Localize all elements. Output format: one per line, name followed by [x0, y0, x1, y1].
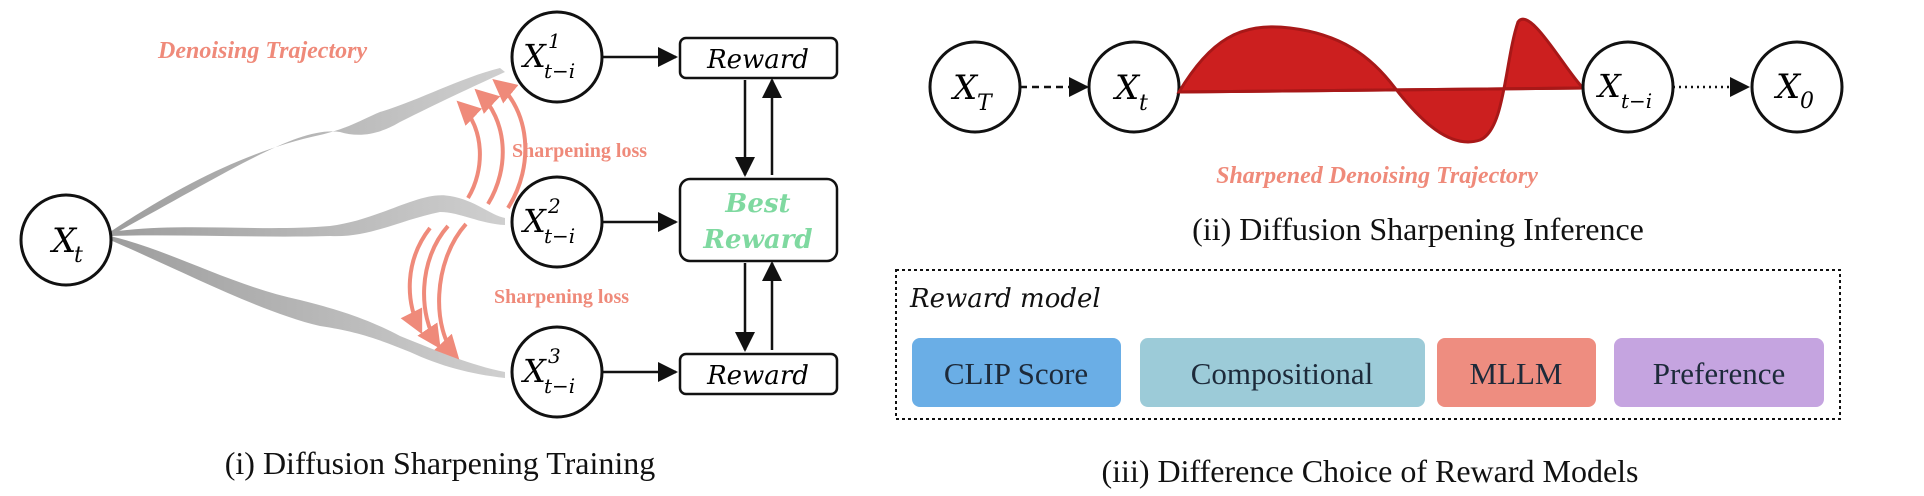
trajectory-ribbon-2	[110, 195, 505, 237]
reward-chip-clip[interactable]: CLIP Score	[912, 338, 1121, 407]
svg-text:X: X	[520, 37, 547, 75]
branch-node-3: X 3 t−i	[510, 325, 604, 419]
svg-text:X: X	[1595, 67, 1622, 105]
svg-text:X: X	[49, 221, 78, 261]
inference-node-x0: X 0	[1750, 40, 1844, 134]
denoising-trajectory-label: Denoising Trajectory	[157, 38, 367, 64]
svg-text:X: X	[520, 202, 547, 240]
svg-text:X: X	[950, 68, 979, 108]
svg-text:X: X	[1773, 67, 1802, 107]
svg-text:t−i: t−i	[544, 59, 575, 83]
sharpened-trajectory-band	[1176, 17, 1587, 144]
source-node-xt: X t	[19, 193, 113, 287]
reward-model-title: Reward model	[909, 284, 1101, 314]
trajectory-ribbon-1	[110, 68, 505, 236]
reward-chip-compositional[interactable]: Compositional	[1140, 338, 1425, 407]
svg-text:0: 0	[1800, 89, 1814, 114]
panel-reward-models: Reward model CLIP Score Compositional ML…	[895, 269, 1841, 489]
sharpening-loss-arcs-upper	[456, 78, 528, 210]
inference-node-xt-i: X t−i	[1581, 40, 1675, 134]
reward-box-bottom: Reward	[678, 352, 839, 396]
reward-chip-clip-label: CLIP Score	[944, 356, 1088, 391]
branch-node-1: X 1 t−i	[510, 10, 604, 104]
branch-node-2: X 2 t−i	[510, 175, 604, 269]
reward-chip-preference[interactable]: Preference	[1614, 338, 1824, 407]
sharpening-loss-label-2: Sharpening loss	[494, 286, 629, 308]
panel-inference: X T X t X t−i X 0 Sharpened Denoising Tr…	[928, 17, 1844, 247]
svg-text:1: 1	[548, 29, 561, 53]
reward-bottom-label: Reward	[706, 361, 809, 391]
svg-text:t−i: t−i	[1621, 89, 1652, 113]
best-reward-line1: Best	[724, 189, 790, 219]
inference-node-xt: X t	[1087, 40, 1181, 134]
svg-text:X: X	[1112, 68, 1141, 108]
trajectory-baseline	[1178, 86, 1584, 94]
best-reward-line2: Reward	[702, 225, 812, 255]
svg-text:t−i: t−i	[544, 224, 575, 248]
reward-chip-mllm-label: MLLM	[1470, 356, 1563, 391]
caption-inference: (ii) Diffusion Sharpening Inference	[1192, 211, 1644, 247]
svg-text:t: t	[1139, 91, 1148, 116]
trajectory-ribbon-3	[110, 236, 505, 378]
sharpening-loss-arcs-lower	[400, 222, 468, 360]
reward-box-top: Reward	[678, 36, 839, 80]
svg-text:t−i: t−i	[544, 374, 575, 398]
denoising-trajectories	[110, 68, 505, 378]
reward-chip-mllm[interactable]: MLLM	[1437, 338, 1596, 407]
svg-text:2: 2	[547, 194, 561, 218]
svg-text:X: X	[520, 352, 547, 390]
reward-chip-compositional-label: Compositional	[1191, 356, 1374, 391]
reward-chip-preference-label: Preference	[1653, 356, 1786, 391]
sharpening-loss-label-1: Sharpening loss	[512, 140, 647, 162]
panel-training: Denoising Trajectory X t X 1 t−i X 2 t−i…	[19, 10, 839, 481]
svg-text:t: t	[74, 243, 83, 268]
caption-reward-models: (iii) Difference Choice of Reward Models	[1102, 453, 1639, 489]
svg-text:T: T	[977, 91, 994, 116]
inference-node-xT: X T	[928, 40, 1022, 134]
svg-text:3: 3	[548, 344, 561, 368]
reward-top-label: Reward	[706, 45, 809, 75]
best-reward-box: Best Reward	[678, 177, 839, 263]
caption-training: (i) Diffusion Sharpening Training	[225, 445, 656, 481]
sharpened-trajectory-label: Sharpened Denoising Trajectory	[1216, 163, 1538, 189]
